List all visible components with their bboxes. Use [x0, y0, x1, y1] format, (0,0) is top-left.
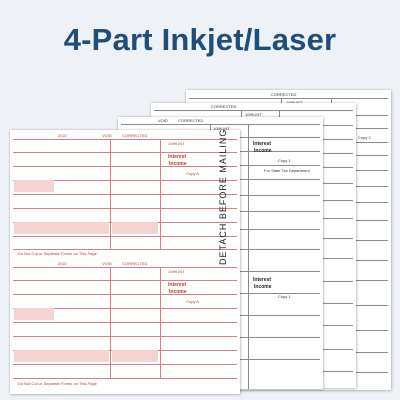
form-title-line1-lower: Interest — [168, 282, 187, 288]
form-number: 1099-INT — [168, 141, 185, 146]
form-number: 1099-INT — [286, 101, 303, 105]
form-number: 1099-INT — [213, 126, 230, 131]
form-title-line2-lower: Income — [254, 284, 272, 290]
form-number-lower: 1099-INT — [168, 269, 185, 274]
copy-label: Copy 2 — [358, 135, 371, 140]
corrected-label: CORRECTED — [122, 133, 148, 138]
corrected-label: CORRECTED — [211, 104, 237, 109]
form-title-line1: Interest — [253, 141, 272, 147]
void-label: VOID — [102, 133, 112, 138]
year-label-lower: 2022 — [58, 261, 67, 266]
corrected-label: CORRECTED — [178, 118, 204, 123]
corrected-label-lower: CORRECTED — [122, 261, 148, 266]
form-title-line2-lower: Income — [169, 289, 187, 295]
void-label-lower: VOID — [102, 261, 112, 266]
detach-before-mailing-text: DETACH BEFORE MAILING — [218, 128, 228, 265]
form-title-line2: Income — [254, 148, 272, 154]
copy-label-lower: Copy A — [186, 299, 199, 304]
do-not-cut-label: Do Not Cut or Separate Forms on This Pag… — [18, 251, 97, 256]
form-sheet-copy-a: 2022 VOID CORRECTED 1099-INT Interest In… — [10, 130, 240, 394]
form-number: 1099-INT — [245, 112, 262, 117]
corrected-label: CORRECTED — [271, 92, 297, 97]
headline: 4-Part Inkjet/Laser — [63, 22, 337, 57]
void-label: VOID — [158, 118, 168, 123]
form-title-line1-lower: Interest — [253, 277, 272, 283]
form-title-line2: Income — [169, 161, 187, 167]
copy-label: Copy A — [186, 171, 199, 176]
copy-label: Copy 1 — [278, 158, 291, 163]
year-label: 2022 — [58, 133, 67, 138]
for-state-label: For State Tax Department — [264, 168, 310, 173]
form-title-line1: Interest — [168, 154, 187, 160]
copy-label-lower: Copy 1 — [278, 294, 291, 299]
do-not-cut-label-lower: Do Not Cut or Separate Forms on This Pag… — [18, 381, 97, 386]
